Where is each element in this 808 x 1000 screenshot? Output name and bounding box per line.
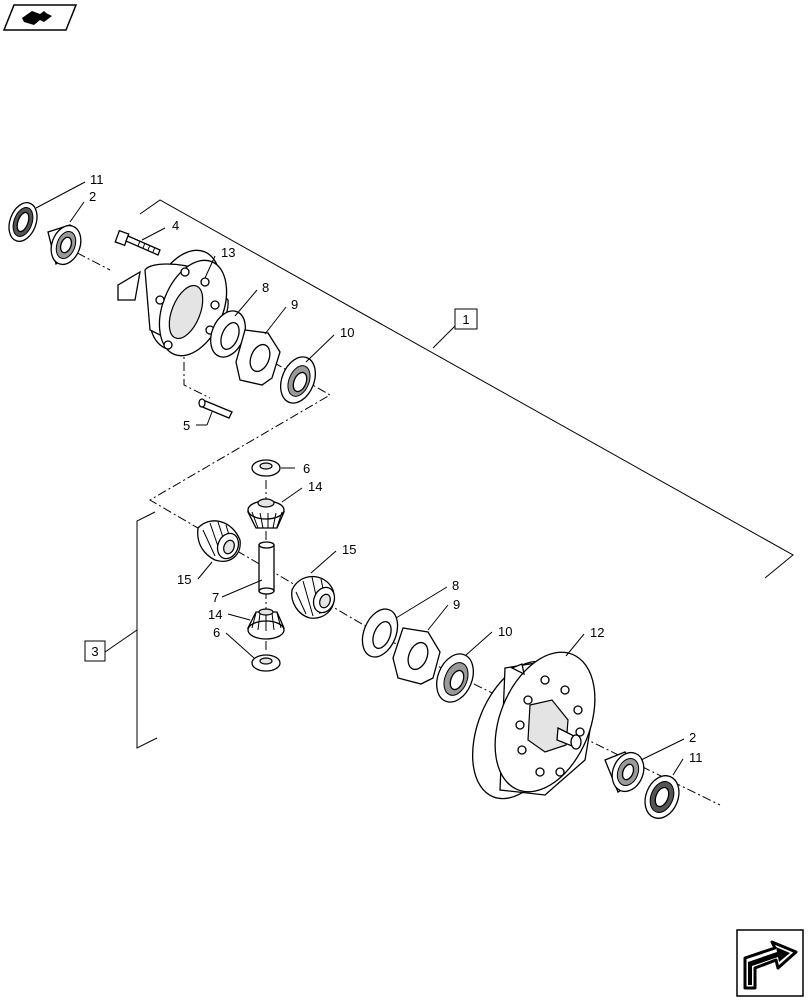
callout-14-top: 14: [308, 479, 322, 494]
differential-flange-case: [471, 651, 596, 800]
assembly-label-1: 1: [462, 312, 469, 327]
bearing-top: [47, 224, 82, 266]
friction-plate-bottom: [392, 627, 441, 685]
callout-5: 5: [183, 418, 190, 433]
callout-11-top: 11: [90, 172, 104, 187]
leader-lines: [35, 181, 685, 776]
assembly-bracket-3: [84, 511, 158, 749]
callout-6-top: 6: [303, 461, 310, 476]
thrust-washer-top: [210, 310, 246, 358]
callout-10-top: 10: [340, 325, 354, 340]
next-page-arrow-icon[interactable]: [736, 929, 804, 997]
callout-2-bottom: 2: [689, 730, 696, 745]
seal-ring-bottom: [644, 775, 680, 819]
callout-8-bottom: 8: [452, 578, 459, 593]
callout-13: 13: [221, 245, 235, 260]
callout-14-bottom: 14: [208, 607, 222, 622]
differential-case: [117, 249, 229, 357]
assembly-bracket-1: [139, 199, 794, 579]
bolt: [114, 229, 161, 256]
pin: [198, 398, 233, 419]
callout-15-right: 15: [342, 542, 356, 557]
pinion-gear-left: [197, 520, 241, 562]
bearing-bottom: [604, 751, 645, 793]
seal-ring-top: [8, 202, 38, 242]
callout-12: 12: [590, 625, 604, 640]
callout-4: 4: [172, 218, 179, 233]
toothed-washer-top: [280, 356, 316, 404]
callout-7: 7: [212, 590, 219, 605]
callout-9-top: 9: [291, 297, 298, 312]
friction-plate-top: [235, 329, 281, 386]
book-arrow-icon[interactable]: [2, 4, 78, 31]
callout-11-bottom: 11: [689, 750, 703, 765]
callout-10-bottom: 10: [498, 624, 512, 639]
callout-2-top: 2: [89, 189, 96, 204]
toothed-washer-bottom: [436, 653, 474, 703]
callout-9-bottom: 9: [453, 597, 460, 612]
callout-15-left: 15: [177, 572, 191, 587]
side-gear-bottom: [246, 608, 285, 640]
side-gear-top: [246, 498, 285, 529]
callout-8-top: 8: [262, 280, 269, 295]
spacer-washer-bottom: [251, 654, 281, 672]
assembly-label-3: 3: [91, 644, 98, 659]
pinion-gear-right: [291, 576, 336, 619]
thrust-washer-bottom: [361, 608, 399, 658]
spacer-washer-top: [251, 459, 281, 477]
cross-shaft: [258, 541, 275, 595]
callout-6-bottom: 6: [213, 625, 220, 640]
